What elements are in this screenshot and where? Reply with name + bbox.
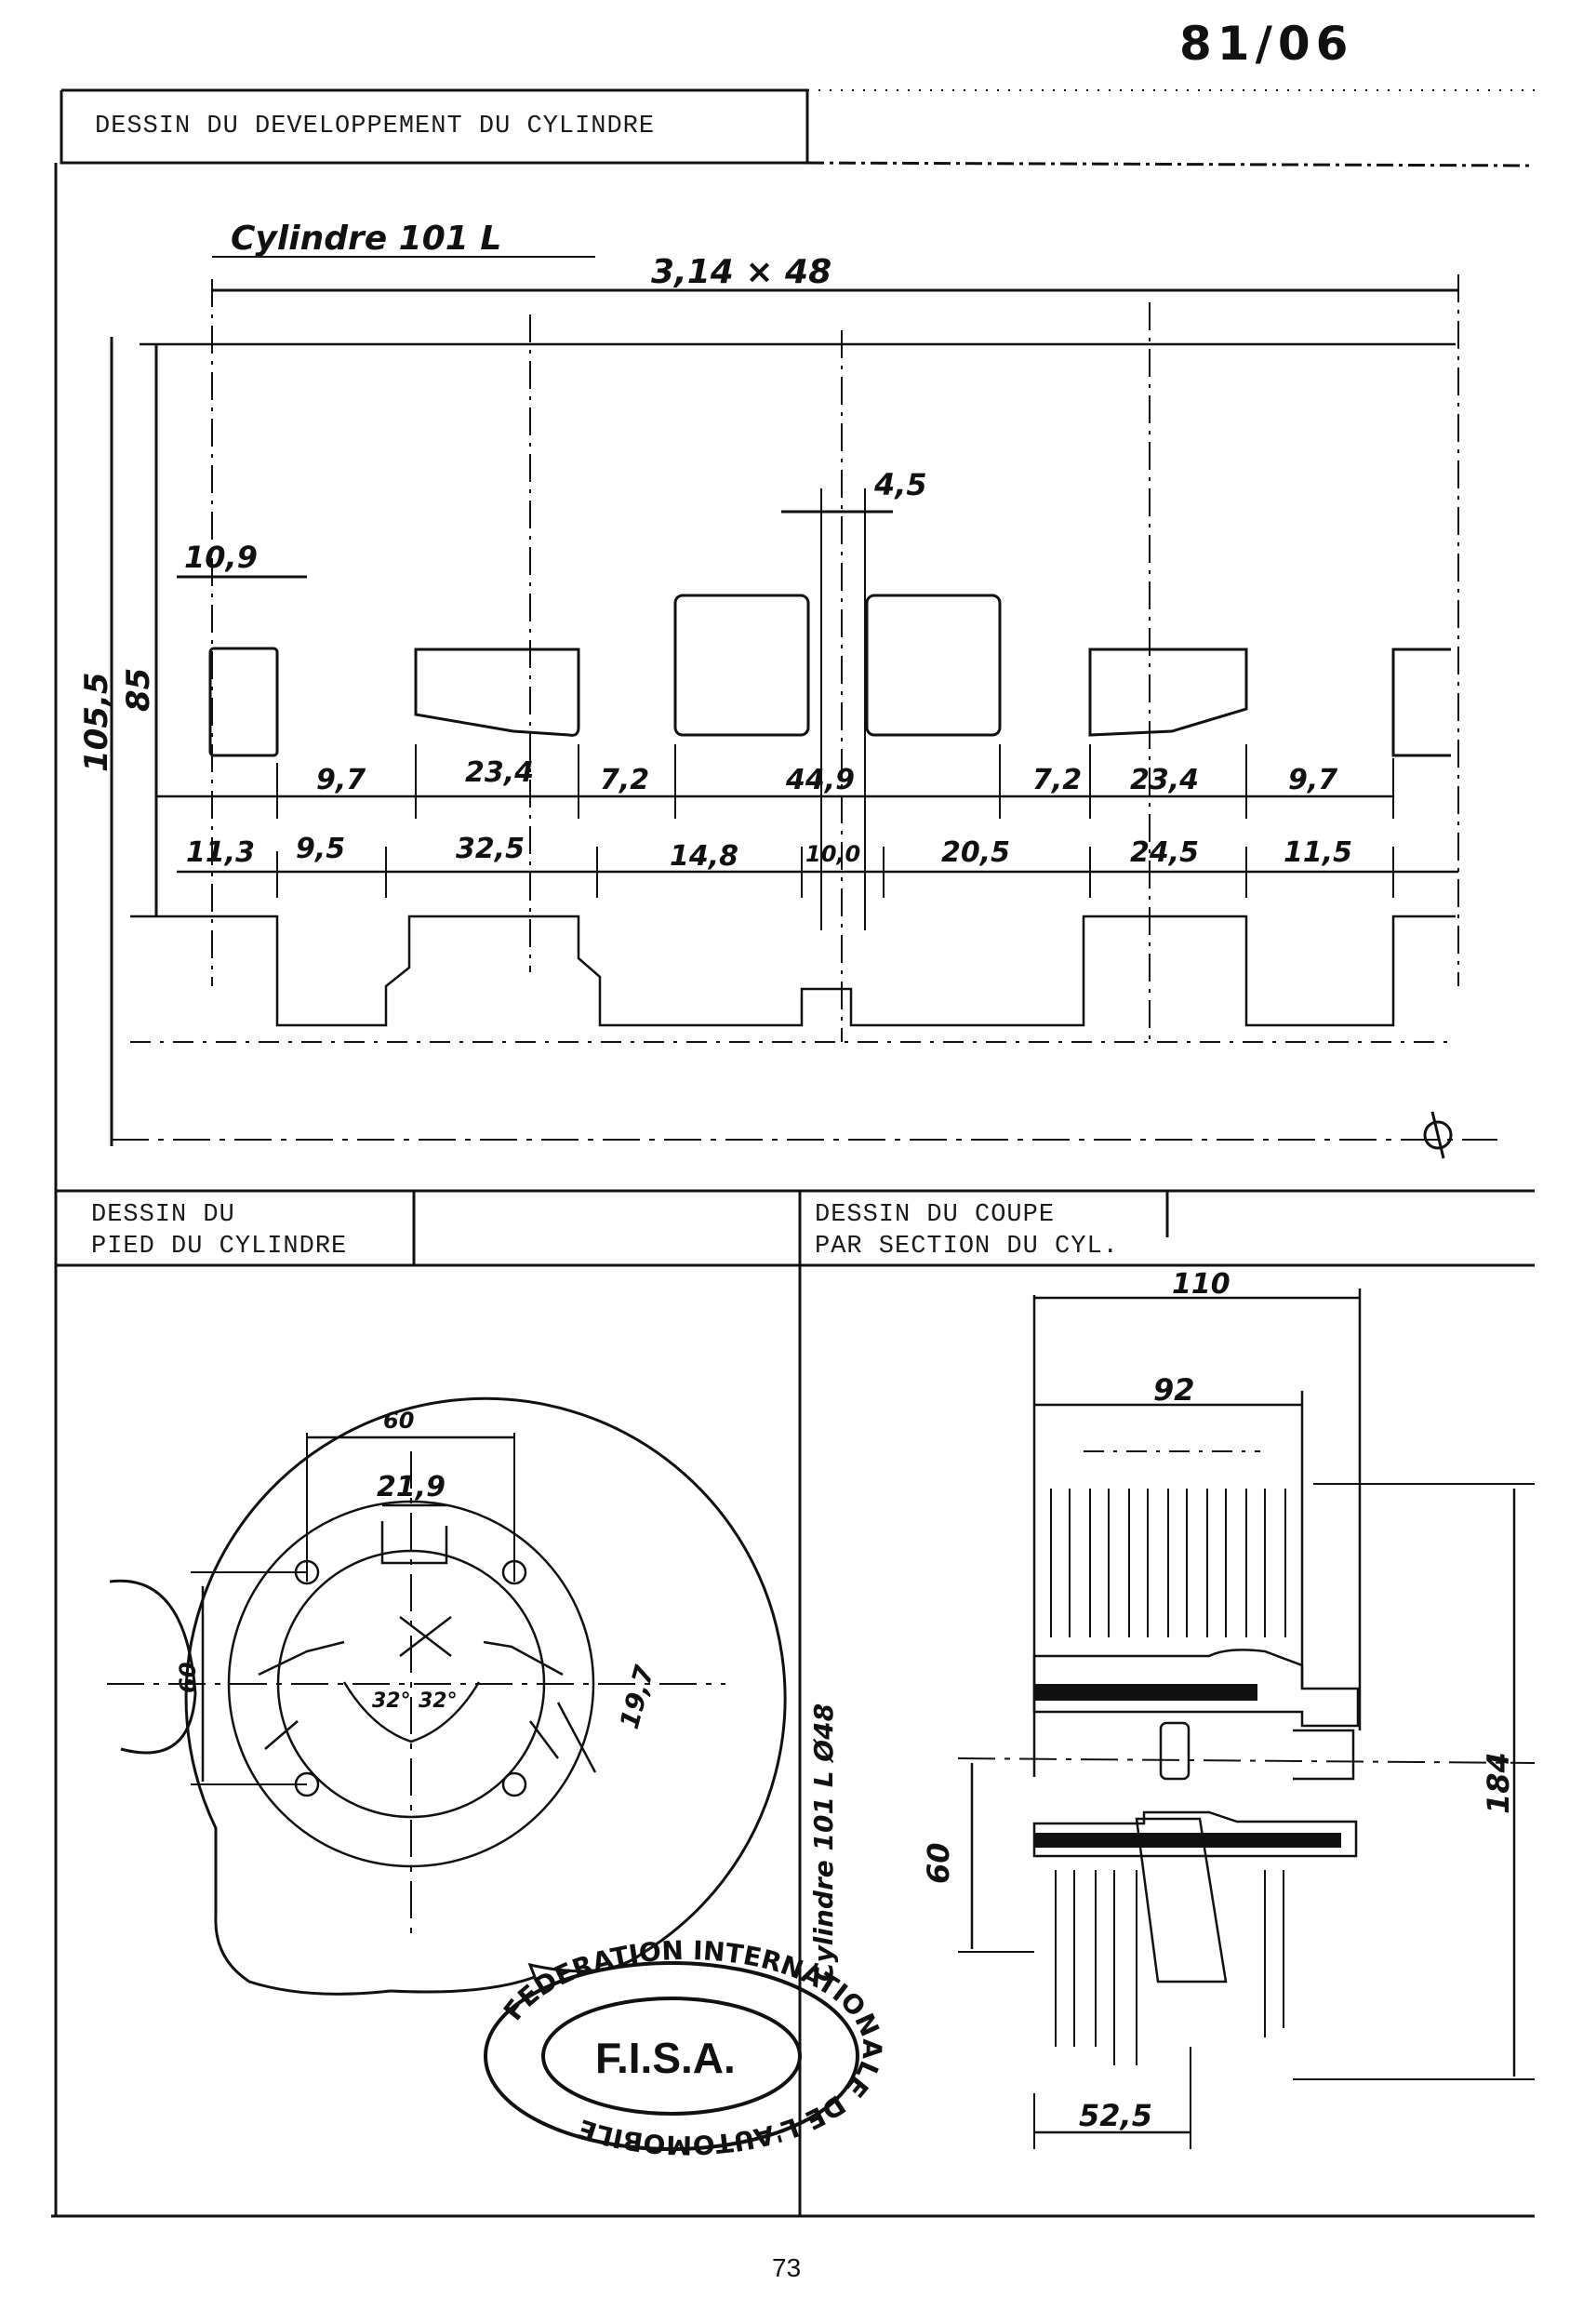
dev-bot-dim-4: 14,8: [670, 840, 738, 873]
cut-title-line2: PAR SECTION DU CYL.: [815, 1233, 1119, 1261]
dev-top-dim-1: 9,7: [316, 764, 366, 796]
fia-stamp: FEDERATION INTERNATIONALE DE L'AUTOMOBIL…: [484, 1935, 887, 2160]
document-number: 81/06: [1179, 17, 1354, 71]
page-number: 73: [772, 2253, 802, 2282]
development-title: DESSIN DU DEVELOPPEMENT DU CYLINDRE: [95, 113, 656, 140]
dev-top-dim-5: 7,2: [1032, 764, 1082, 796]
foot-title-line1: DESSIN DU: [91, 1201, 235, 1229]
dev-bot-dim-6: 20,5: [941, 836, 1010, 869]
dev-top-dim-6: 23,4: [1130, 764, 1199, 796]
development-drawing: Cylindre 101 L 3,14 × 48 85 105,5 4,5 10…: [78, 220, 1497, 1159]
dev-height-dim: 85: [120, 668, 157, 712]
cut-vertical-note: Cylindre 101 L Ø48: [808, 1703, 839, 1982]
cut-dim-110: 110: [1172, 1268, 1230, 1301]
dev-width-dim: 3,14 × 48: [651, 253, 831, 291]
stamp-center-text: F.I.S.A.: [595, 2034, 736, 2082]
dev-bot-dim-2: 9,5: [296, 833, 345, 865]
dev-top-dim-2: 23,4: [465, 756, 534, 789]
dev-dim-109: 10,9: [184, 540, 258, 575]
top-rule: [806, 161, 1536, 167]
cut-dim-92: 92: [1153, 1372, 1195, 1408]
dev-bot-dim-1: 11,3: [186, 836, 255, 869]
cut-dim-525: 52,5: [1079, 2098, 1152, 2133]
section-drawing: 110 92 184 60 52,5 Cylindre 101 L Ø48: [808, 1268, 1536, 2149]
foot-dim-219: 21,9: [377, 1471, 446, 1503]
dev-top-dim-7: 9,7: [1288, 764, 1337, 796]
cut-title-line1: DESSIN DU COUPE: [815, 1201, 1056, 1229]
dev-bot-dim-5: 10,0: [805, 841, 860, 867]
cut-dim-184: 184: [1481, 1752, 1516, 1814]
dev-top-dim-4: 44,9: [785, 764, 855, 796]
dev-dim-45: 4,5: [873, 467, 927, 502]
dev-caption: Cylindre 101 L: [231, 220, 501, 258]
dev-bot-dim-7: 24,5: [1130, 836, 1199, 869]
dev-top-dim-3: 7,2: [600, 764, 649, 796]
dev-bot-dim-3: 32,5: [456, 833, 525, 865]
foot-dim-60-side: 60: [175, 1663, 201, 1693]
cut-dim-60: 60: [921, 1842, 956, 1884]
centerline-symbol: [1423, 1111, 1453, 1159]
foot-angle-1: 32°: [372, 1690, 411, 1713]
foot-dim-60-top: 60: [383, 1408, 414, 1434]
foot-angle-2: 32°: [419, 1690, 458, 1713]
foot-title-line2: PIED DU CYLINDRE: [91, 1233, 348, 1261]
dev-bot-dim-8: 11,5: [1284, 836, 1352, 869]
dev-stroke-dim: 105,5: [78, 672, 115, 772]
foot-dim-197: 19,7: [614, 1662, 660, 1732]
foot-drawing: 60 21,9 60 32° 32° 19,7: [107, 1396, 787, 1996]
